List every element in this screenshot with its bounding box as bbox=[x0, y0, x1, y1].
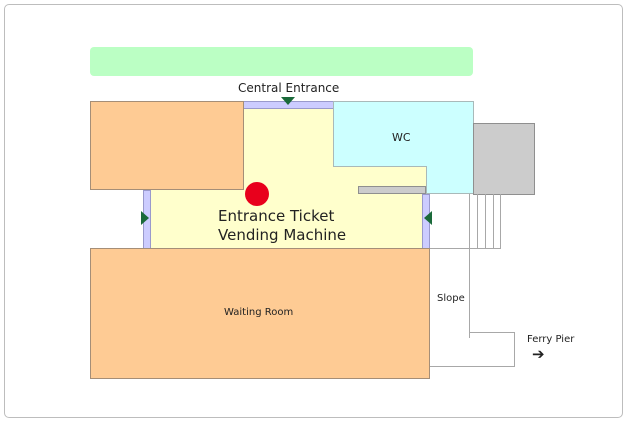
stair-line bbox=[493, 194, 494, 249]
left-entrance-arrow-icon bbox=[141, 211, 149, 225]
right-entrance-arrow-icon bbox=[424, 211, 432, 225]
storage-block bbox=[473, 123, 535, 195]
wc-label: WC bbox=[392, 131, 411, 144]
ferry-pier-label: Ferry Pier bbox=[527, 334, 575, 345]
stair-line bbox=[477, 194, 478, 249]
waiting-room-label: Waiting Room bbox=[224, 307, 294, 318]
slope-outline bbox=[469, 332, 515, 333]
slope-outline bbox=[430, 366, 515, 367]
ticket-machine-marker-icon[interactable] bbox=[245, 182, 269, 206]
ticket-machine-label-line1: Entrance Ticket bbox=[218, 207, 335, 225]
central-entrance-label: Central Entrance bbox=[238, 81, 340, 95]
ticket-machine-label: Entrance Ticket Vending Machine bbox=[218, 207, 346, 245]
waiting-room bbox=[90, 248, 430, 379]
ticket-machine-label-line2: Vending Machine bbox=[218, 226, 347, 244]
central-entrance-arrow-icon bbox=[281, 97, 295, 105]
plaza-strip bbox=[90, 47, 473, 76]
slope-outline bbox=[514, 332, 515, 367]
counter bbox=[358, 186, 426, 194]
wc-wall bbox=[426, 166, 427, 194]
stair-line bbox=[500, 194, 501, 249]
ferry-pier-arrow-icon: ➔ bbox=[532, 345, 545, 363]
stair-line bbox=[469, 194, 470, 338]
stair-line bbox=[430, 248, 501, 249]
room-top-left bbox=[90, 101, 244, 190]
stair-line bbox=[485, 194, 486, 249]
slope-label: Slope bbox=[437, 293, 465, 304]
wc-wall bbox=[333, 166, 427, 167]
